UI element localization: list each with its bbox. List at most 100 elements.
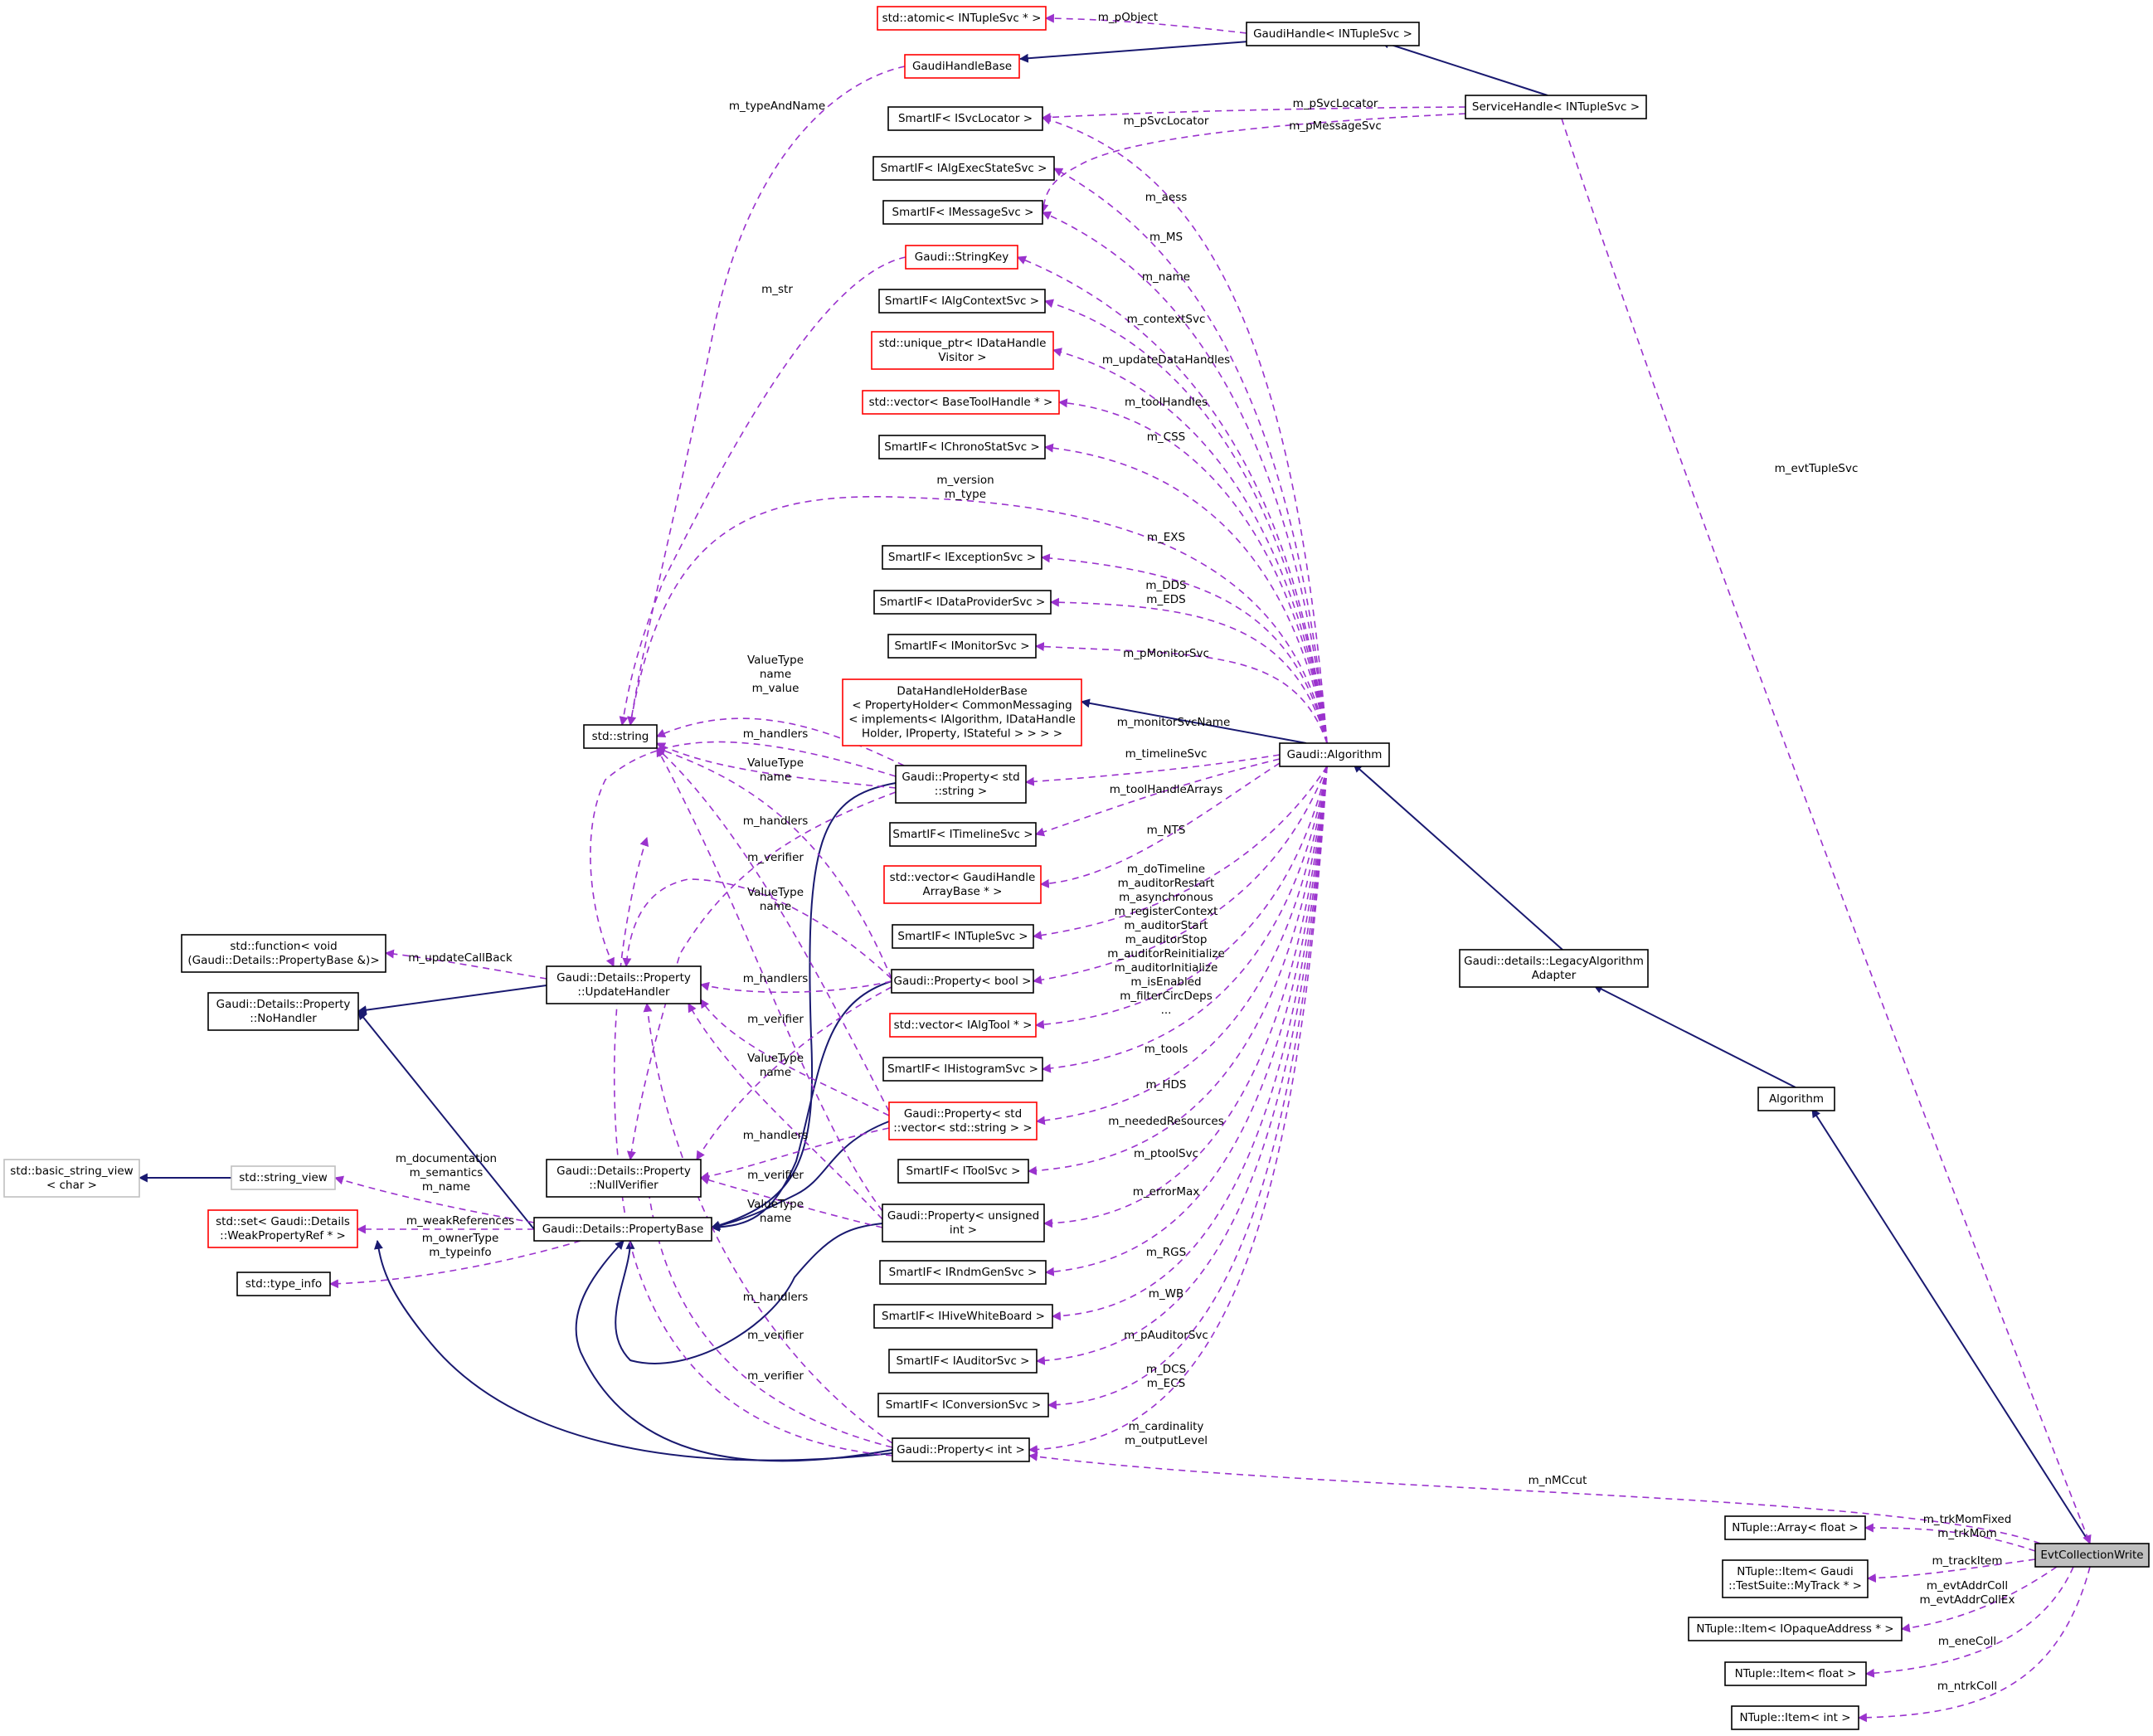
edge-label-text: m_nMCcut [1528,1474,1587,1487]
class-node-sif-exc[interactable]: SmartIF< IExceptionSvc > [882,545,1042,570]
class-node-sif-dp[interactable]: SmartIF< IDataProviderSvc > [873,590,1052,615]
edge-label-text: ValueType [747,654,804,667]
edge-label-text: m_pSvcLocator [1293,97,1378,110]
class-node-dhhb[interactable]: DataHandleHolderBase< PropertyHolder< Co… [842,678,1082,746]
usage-arrow [656,747,883,1212]
edge-label-verifier1: m_verifier [747,851,804,864]
class-node-sif-ts[interactable]: SmartIF< IToolSvc > [897,1159,1029,1184]
class-node-vec-bth[interactable]: std::vector< BaseToolHandle * > [862,390,1060,415]
usage-edge [1032,766,1328,941]
edge-label-text: m_auditorStop [1125,933,1208,946]
inheritance-edge [1080,698,1307,744]
class-node-box [546,1159,702,1198]
class-node-nt-int[interactable]: NTuple::Item< int > [1731,1705,1859,1730]
class-node-sif-hist[interactable]: SmartIF< IHistogramSvc > [882,1057,1043,1082]
class-node-box [889,822,1037,847]
usage-arrow [1053,168,1328,744]
class-node-upd[interactable]: Gaudi::Details::Property::UpdateHandler [546,965,702,1004]
class-node-evtcoll[interactable]: EvtCollectionWrite [2034,1543,2150,1568]
usage-arrow [1864,1523,2036,1552]
class-node-label: NTuple::Array< float > [1732,1521,1858,1534]
class-node-stdstring[interactable]: std::string [583,724,658,749]
class-node-sif-hwb[interactable]: SmartIF< IHiveWhiteBoard > [873,1304,1053,1329]
inheritance-arrow [1018,41,1250,63]
class-node-tinfo[interactable]: std::type_info [236,1272,331,1296]
inheritance-edge [710,782,897,1230]
class-node-sif-tl[interactable]: SmartIF< ITimelineSvc > [889,822,1037,847]
edge-label-handlers2: m_handlers [743,815,809,828]
class-node-pbase[interactable]: Gaudi::Details::PropertyBase [533,1217,712,1242]
class-node-nt-track[interactable]: NTuple::Item< Gaudi::TestSuite::MyTrack … [1722,1559,1869,1598]
class-node-sif-ctx[interactable]: SmartIF< IAlgContextSvc > [878,289,1046,314]
inheritance-arrow [710,1121,890,1231]
class-node-sif-conv[interactable]: SmartIF< IConversionSvc > [877,1393,1049,1417]
usage-arrow [627,791,897,1161]
class-node-prop-vs[interactable]: Gaudi::Property< std::vector< std::strin… [888,1101,1038,1140]
class-node-nt-float[interactable]: NTuple::Item< float > [1724,1661,1867,1686]
class-node-sif-nt[interactable]: SmartIF< INTupleSvc > [892,924,1034,949]
class-node-box [546,965,702,1004]
inheritance-edge [1379,39,1548,96]
class-node-label: SmartIF< IConversionSvc > [886,1398,1041,1412]
class-node-label: SmartIF< ITimelineSvc > [892,828,1033,841]
class-node-sif-msg[interactable]: SmartIF< IMessageSvc > [882,200,1043,225]
class-node-nullv[interactable]: Gaudi::Details::Property::NullVerifier [546,1159,702,1198]
class-node-label: Gaudi::Algorithm [1287,748,1383,761]
class-node-sif-mon[interactable]: SmartIF< IMonitorSvc > [887,634,1037,659]
inheritance-arrow [1811,1108,2091,1544]
class-node-nt-opaq[interactable]: NTuple::Item< IOpaqueAddress * > [1688,1617,1903,1641]
edge-label-text: m_HDS [1145,1078,1186,1092]
class-node-sif-rnd[interactable]: SmartIF< IRndmGenSvc > [879,1260,1047,1285]
class-node-box [1757,1087,1835,1111]
usage-edge [1047,766,1328,1410]
class-node-strkey[interactable]: Gaudi::StringKey [905,245,1018,270]
class-node-algorithm[interactable]: Algorithm [1757,1087,1835,1111]
class-node-box [892,924,1034,949]
class-node-label: < char > [46,1179,97,1192]
edge-label-text: m_EDS [1146,593,1185,606]
usage-arrow [696,986,892,1160]
class-node-nt-arr[interactable]: NTuple::Array< float > [1724,1515,1866,1540]
edge-label-m-str: m_str [761,283,793,296]
class-node-sv[interactable]: std::string_view [231,1165,336,1190]
edge-label-text: m_updateCallBack [408,951,513,965]
class-node-sif-aud[interactable]: SmartIF< IAuditorSvc > [888,1349,1038,1374]
class-node-prop-bool[interactable]: Gaudi::Property< bool > [891,969,1034,994]
class-node-gaudialg[interactable]: Gaudi::Algorithm [1279,742,1390,767]
inheritance-edge [1811,1108,2091,1544]
class-node-box [891,969,1034,994]
class-node-sif-loc[interactable]: SmartIF< ISvcLocator > [887,106,1043,131]
class-node-sif-chr[interactable]: SmartIF< IChronoStatSvc > [878,435,1046,460]
edge-label-text: ValueType [747,886,804,899]
class-node-gh-ints[interactable]: GaudiHandle< INTupleSvc > [1246,22,1420,46]
inheritance-arrow [1379,39,1548,96]
class-node-box [1459,949,1649,988]
class-node-bsv[interactable]: std::basic_string_view< char > [3,1159,140,1198]
class-node-func[interactable]: std::function< void(Gaudi::Details::Prop… [181,934,386,973]
class-node-box [862,390,1060,415]
class-node-vec-tool[interactable]: std::vector< IAlgTool * > [889,1013,1037,1038]
edge-label-text: m_WB [1149,1287,1184,1301]
class-node-noh[interactable]: Gaudi::Details::Property::NoHandler [207,992,359,1031]
usage-edge [1034,766,1328,1029]
class-node-prop-str[interactable]: Gaudi::Property< std::string > [895,765,1027,804]
class-node-sh-ints[interactable]: ServiceHandle< INTupleSvc > [1465,95,1647,119]
class-node-set-wp[interactable]: std::set< Gaudi::Details::WeakPropertyRe… [207,1209,358,1248]
edge-label-text: m_updateDataHandles [1102,353,1230,367]
edge-label-text: m_NTS [1147,824,1186,837]
inheritance-arrow [615,1223,883,1364]
class-node-prop-int[interactable]: Gaudi::Property< int > [892,1437,1030,1462]
usage-edge [590,741,897,967]
class-node-ghbase[interactable]: GaudiHandleBase [904,54,1020,79]
edge-label-m-name: m_name [1142,270,1190,284]
class-node-atomic[interactable]: std::atomic< INTupleSvc * > [877,6,1047,31]
class-node-box [877,1393,1049,1417]
class-node-sif-aes[interactable]: SmartIF< IAlgExecStateSvc > [872,156,1055,181]
class-node-label: NTuple::Item< Gaudi [1737,1565,1854,1578]
inheritance-edge [357,1010,535,1230]
usage-edge [1049,597,1328,744]
